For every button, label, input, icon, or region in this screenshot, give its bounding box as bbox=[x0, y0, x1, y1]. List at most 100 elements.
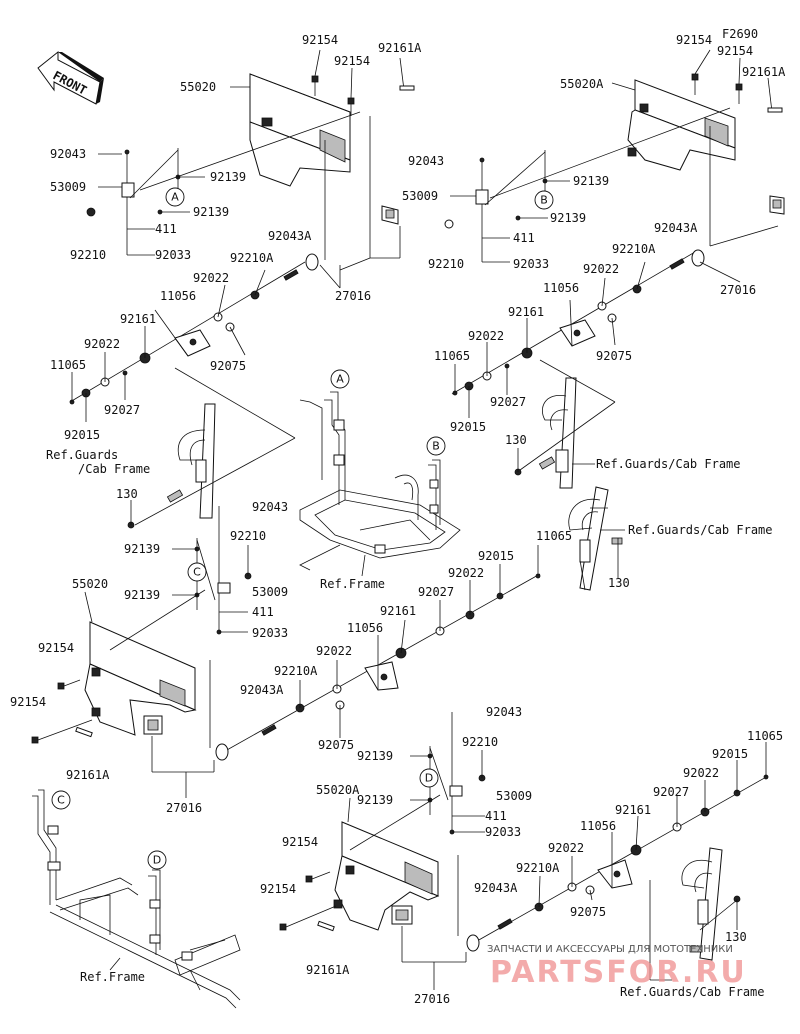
labels-top-left: 92154 92161A 92154 55020 92043 92139 530… bbox=[46, 33, 422, 501]
ref-guards-cab-frame: Ref.Guards/Cab Frame bbox=[596, 457, 741, 471]
box-cover-55020-lower bbox=[84, 621, 197, 736]
label-92033: 92033 bbox=[485, 825, 521, 839]
label-92043A: 92043A bbox=[240, 683, 284, 697]
label-92022: 92022 bbox=[468, 329, 504, 343]
label-27016: 27016 bbox=[720, 283, 756, 297]
label-92043A: 92043A bbox=[268, 229, 312, 243]
watermark: ЗАПЧАСТИ И АКСЕССУАРЫ ДЛЯ МОТОТЕХНИКИ PA… bbox=[487, 944, 747, 990]
label-92033: 92033 bbox=[252, 626, 288, 640]
label-11056: 11056 bbox=[347, 621, 383, 635]
callout-c: C bbox=[193, 566, 201, 579]
ref-guards-cab-frame: Ref.Guards/Cab Frame bbox=[628, 523, 773, 537]
grommet-27016 bbox=[305, 253, 319, 271]
label-92027: 92027 bbox=[104, 403, 140, 417]
label-55020A: 55020A bbox=[560, 77, 604, 91]
label-92043: 92043 bbox=[50, 147, 86, 161]
label-92075: 92075 bbox=[210, 359, 246, 373]
label-55020: 55020 bbox=[72, 577, 108, 591]
label-92139: 92139 bbox=[573, 174, 609, 188]
label-53009: 53009 bbox=[50, 180, 86, 194]
label-92161A: 92161A bbox=[378, 41, 422, 55]
callout-a-center: A bbox=[330, 369, 350, 389]
callout-c: C bbox=[57, 794, 65, 807]
label-92027: 92027 bbox=[490, 395, 526, 409]
label-92022: 92022 bbox=[548, 841, 584, 855]
label-92210A: 92210A bbox=[274, 664, 318, 678]
watermark-logo: PARTSFOR.RU bbox=[490, 955, 747, 990]
callout-b-top: B bbox=[534, 190, 554, 210]
bracket-53009 bbox=[121, 149, 135, 198]
label-92161A: 92161A bbox=[742, 65, 786, 79]
label-92043A: 92043A bbox=[654, 221, 698, 235]
label-92022: 92022 bbox=[448, 566, 484, 580]
ref-frame-center: Ref.Frame bbox=[320, 577, 385, 591]
label-92022: 92022 bbox=[683, 766, 719, 780]
callout-b: B bbox=[540, 194, 548, 207]
label-92075: 92075 bbox=[318, 738, 354, 752]
label-92022: 92022 bbox=[193, 271, 229, 285]
label-53009: 53009 bbox=[252, 585, 288, 599]
label-92161A: 92161A bbox=[306, 963, 350, 977]
callout-a-top: A bbox=[165, 187, 185, 207]
assembly-middle-left bbox=[31, 486, 625, 798]
callout-d-bottom: D bbox=[147, 850, 167, 870]
guard-bar-left bbox=[166, 403, 216, 519]
label-92161: 92161 bbox=[120, 312, 156, 326]
label-92015: 92015 bbox=[450, 420, 486, 434]
label-11065: 11065 bbox=[536, 529, 572, 543]
box-cover-55020A-lower bbox=[333, 821, 440, 931]
label-92075: 92075 bbox=[570, 905, 606, 919]
label-27016: 27016 bbox=[335, 289, 371, 303]
label-411: 411 bbox=[155, 222, 177, 236]
guard-bar-middle-right bbox=[568, 486, 623, 591]
label-92022: 92022 bbox=[316, 644, 352, 658]
callout-b: B bbox=[432, 440, 440, 453]
label-92027: 92027 bbox=[653, 785, 689, 799]
labels-bottom-right: 92043 11065 92210 92139 92015 92022 5502… bbox=[260, 705, 783, 1006]
callout-a: A bbox=[336, 373, 344, 386]
label-92210: 92210 bbox=[70, 248, 106, 262]
callout-d: D bbox=[425, 772, 433, 785]
callout-d-bottom-right: D bbox=[419, 768, 439, 788]
label-11056: 11056 bbox=[160, 289, 196, 303]
label-11056: 11056 bbox=[580, 819, 616, 833]
watermark-tagline: ЗАПЧАСТИ И АКСЕССУАРЫ ДЛЯ МОТОТЕХНИКИ bbox=[487, 944, 733, 955]
label-11065: 11065 bbox=[434, 349, 470, 363]
label-92022: 92022 bbox=[583, 262, 619, 276]
label-27016: 27016 bbox=[414, 992, 450, 1006]
pin-92161A bbox=[399, 57, 405, 91]
label-92154: 92154 bbox=[302, 33, 338, 47]
label-92210A: 92210A bbox=[612, 242, 656, 256]
label-411: 411 bbox=[485, 809, 507, 823]
label-92139: 92139 bbox=[124, 542, 160, 556]
label-130: 130 bbox=[725, 930, 747, 944]
label-411: 411 bbox=[513, 231, 535, 245]
label-92210: 92210 bbox=[428, 257, 464, 271]
label-92043: 92043 bbox=[252, 500, 288, 514]
diagram-code: F2690 bbox=[722, 27, 758, 41]
label-92139: 92139 bbox=[193, 205, 229, 219]
guard-bar-right-top bbox=[538, 377, 577, 489]
callout-a: A bbox=[171, 191, 179, 204]
label-92075: 92075 bbox=[596, 349, 632, 363]
labels-top-right: 92154 92154 92161A 55020A 92043 92139 53… bbox=[402, 33, 786, 471]
label-92154: 92154 bbox=[38, 641, 74, 655]
label-53009: 53009 bbox=[496, 789, 532, 803]
label-92161: 92161 bbox=[380, 604, 416, 618]
label-92161: 92161 bbox=[508, 305, 544, 319]
label-92043: 92043 bbox=[486, 705, 522, 719]
frame-bottom-left bbox=[32, 789, 241, 1009]
label-55020: 55020 bbox=[180, 80, 216, 94]
bracket-11056 bbox=[174, 329, 211, 357]
frame-center bbox=[299, 391, 461, 571]
front-arrow-icon: FRONT bbox=[37, 50, 104, 105]
guard-bar-bottom-right bbox=[681, 847, 723, 961]
label-92015: 92015 bbox=[64, 428, 100, 442]
box-cover-55020A bbox=[627, 79, 736, 171]
label-11065: 11065 bbox=[50, 358, 86, 372]
label-92043A: 92043A bbox=[474, 881, 518, 895]
label-11056: 11056 bbox=[543, 281, 579, 295]
label-92033: 92033 bbox=[155, 248, 191, 262]
label-92154: 92154 bbox=[10, 695, 46, 709]
